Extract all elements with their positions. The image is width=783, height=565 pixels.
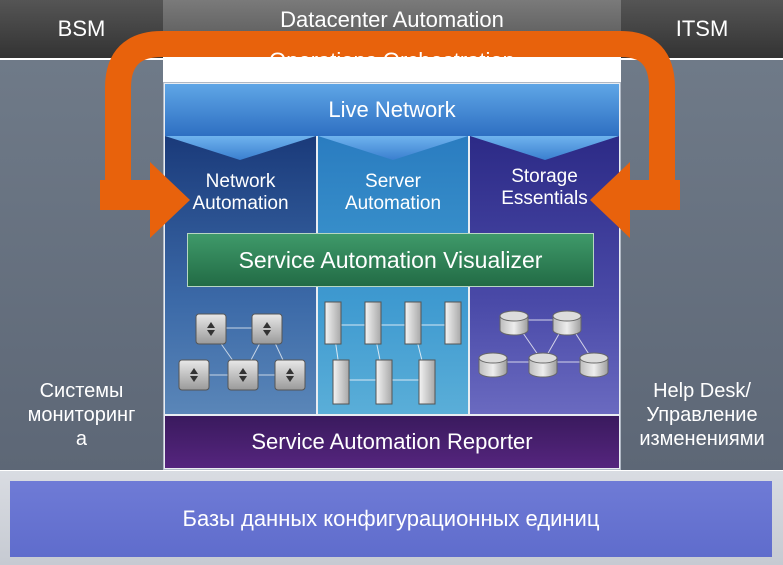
monitoring-systems-label: Системы мониторинг а — [0, 375, 163, 455]
cmdb-label: Базы данных конфигурационных единиц — [182, 506, 600, 531]
server-automation-label: Server Automation — [318, 165, 468, 221]
datacenter-automation-label: Datacenter Automation — [280, 7, 504, 32]
network-automation-line1: Network — [205, 171, 276, 192]
monitoring-line2: мониторинг — [27, 404, 136, 426]
helpdesk-line1: Help Desk/ — [653, 380, 751, 402]
helpdesk-line3: изменениями — [639, 428, 765, 450]
live-network-bar: Live Network — [165, 84, 619, 136]
bsm-header: BSM — [0, 0, 163, 58]
bsm-label: BSM — [57, 16, 106, 41]
storage-essentials-line2: Essentials — [501, 188, 588, 209]
service-automation-reporter-label: Service Automation Reporter — [251, 429, 533, 454]
operations-orchestration-text: Operations Orchestration — [269, 48, 515, 73]
cmdb-bar: Базы данных конфигурационных единиц — [10, 481, 772, 557]
service-automation-visualizer-bar: Service Automation Visualizer — [187, 233, 594, 287]
itsm-label: ITSM — [675, 16, 729, 41]
operations-orchestration-label: Operations Orchestration — [163, 44, 621, 78]
storage-essentials-line1: Storage — [511, 166, 578, 187]
itsm-header: ITSM — [621, 0, 783, 58]
server-automation-line1: Server — [365, 171, 421, 192]
service-automation-reporter-bar: Service Automation Reporter — [165, 416, 619, 468]
service-automation-visualizer-label: Service Automation Visualizer — [238, 246, 543, 273]
network-automation-label: Network Automation — [165, 165, 316, 221]
live-network-label: Live Network — [328, 97, 456, 122]
datacenter-automation-header: Datacenter Automation — [163, 0, 621, 40]
storage-essentials-label: Storage Essentials — [470, 160, 619, 216]
monitoring-line1: Системы — [39, 380, 124, 402]
helpdesk-line2: Управление — [646, 404, 758, 426]
helpdesk-label: Help Desk/ Управление изменениями — [621, 375, 783, 455]
monitoring-line3: а — [75, 428, 88, 450]
server-automation-line2: Automation — [344, 193, 442, 214]
network-automation-line2: Automation — [192, 193, 289, 214]
